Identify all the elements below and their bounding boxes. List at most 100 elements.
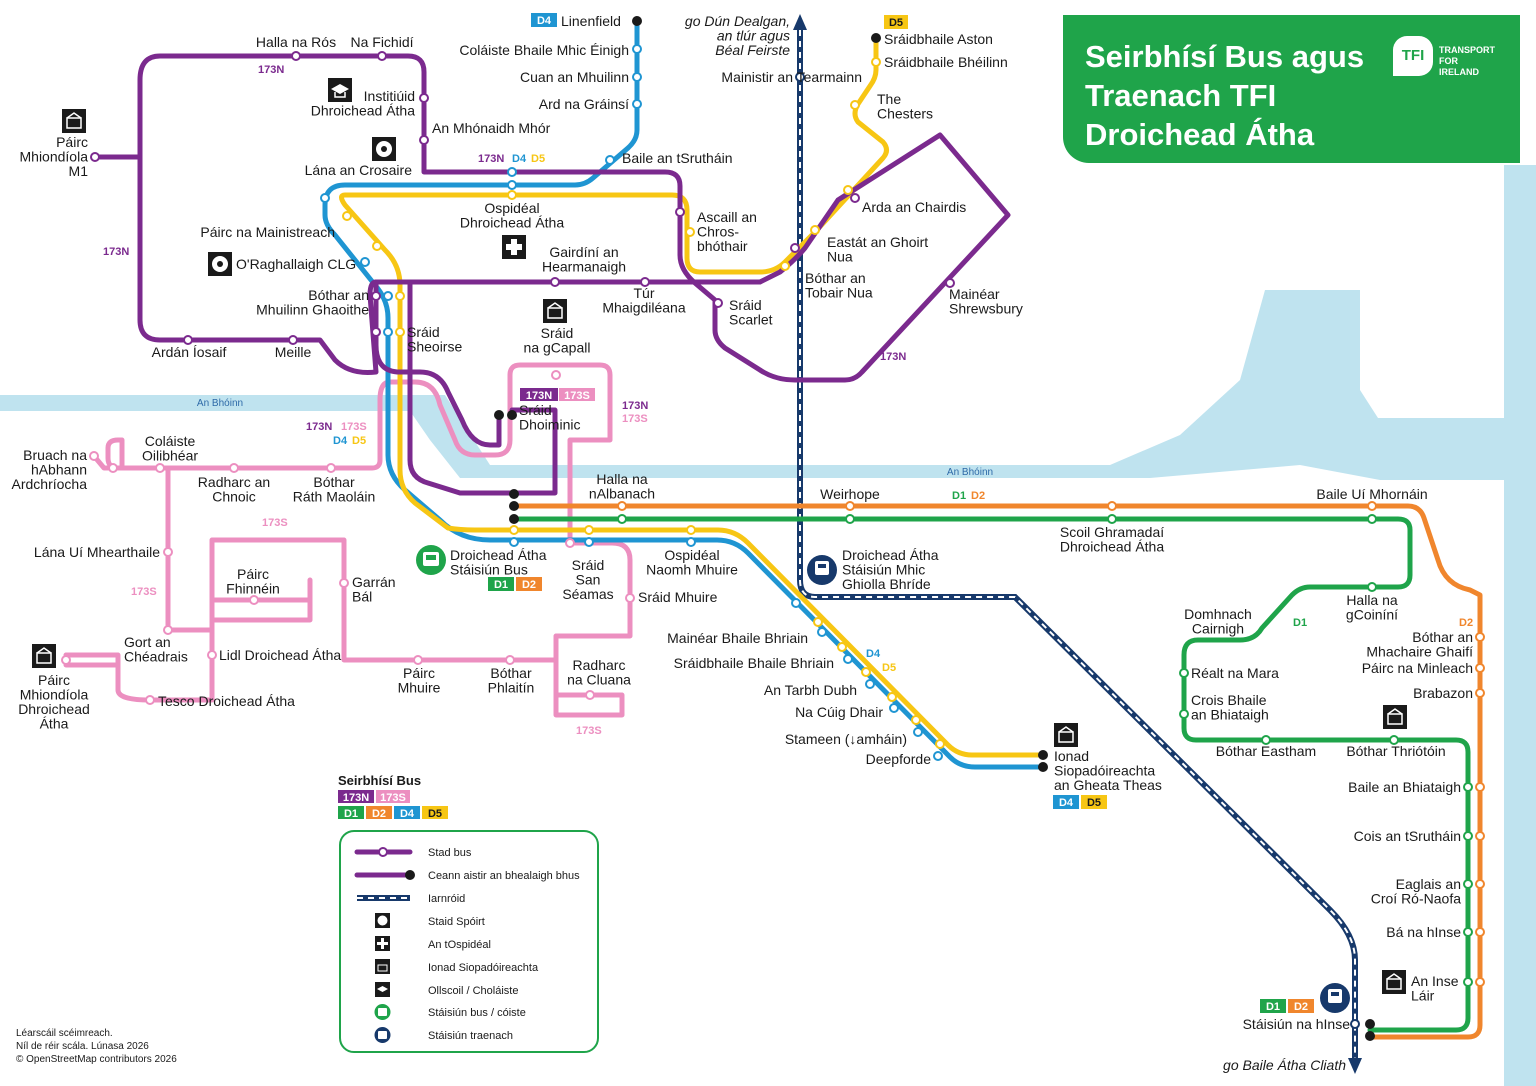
bus-stops[interactable]: [61, 16, 1485, 1041]
stop[interactable]: [817, 627, 827, 637]
stop[interactable]: [108, 463, 118, 473]
stop[interactable]: [1475, 663, 1485, 673]
stop[interactable]: [507, 190, 517, 200]
stop[interactable]: [889, 703, 899, 713]
stop[interactable]: [371, 327, 381, 337]
stop[interactable]: [780, 261, 790, 271]
route-173n[interactable]: [92, 53, 1011, 496]
stop[interactable]: [383, 291, 393, 301]
terminus-dominic[interactable]: [494, 410, 504, 420]
stop[interactable]: [1463, 927, 1473, 937]
stop[interactable]: [163, 547, 173, 557]
stop[interactable]: [377, 51, 387, 61]
stop[interactable]: [791, 598, 801, 608]
stop[interactable]: [625, 593, 635, 603]
stop[interactable]: [507, 167, 517, 177]
stop[interactable]: [163, 625, 173, 635]
stop[interactable]: [509, 537, 519, 547]
stop[interactable]: [61, 655, 71, 665]
stop[interactable]: [1367, 582, 1377, 592]
stop[interactable]: [686, 525, 696, 535]
stop[interactable]: [507, 180, 517, 190]
stop[interactable]: [632, 99, 642, 109]
stop[interactable]: [933, 751, 943, 761]
stop[interactable]: [837, 642, 847, 652]
rail-stop[interactable]: [1350, 1019, 1360, 1029]
stop[interactable]: [326, 463, 336, 473]
stop[interactable]: [565, 538, 575, 548]
stop[interactable]: [1261, 735, 1271, 745]
terminus-dominic[interactable]: [507, 410, 517, 420]
terminus-busstation[interactable]: [509, 514, 519, 524]
terminus-southgate[interactable]: [1038, 750, 1048, 760]
stop[interactable]: [871, 57, 881, 67]
stop[interactable]: [617, 501, 627, 511]
stop[interactable]: [845, 501, 855, 511]
stop[interactable]: [1475, 632, 1485, 642]
stop[interactable]: [843, 185, 853, 195]
stop[interactable]: [686, 537, 696, 547]
rail-stop[interactable]: [795, 72, 805, 82]
stop[interactable]: [89, 451, 99, 461]
stop[interactable]: [288, 335, 298, 345]
stop[interactable]: [584, 537, 594, 547]
stop[interactable]: [291, 51, 301, 61]
terminus-laytown[interactable]: [1365, 1019, 1375, 1029]
terminus-aston[interactable]: [871, 33, 881, 43]
stop[interactable]: [810, 225, 820, 235]
stop[interactable]: [632, 44, 642, 54]
stop[interactable]: [1107, 501, 1117, 511]
route-d2[interactable]: [511, 503, 1483, 1040]
stop[interactable]: [90, 152, 100, 162]
stop[interactable]: [1107, 514, 1117, 524]
stop[interactable]: [551, 370, 561, 380]
stop[interactable]: [249, 595, 259, 605]
stop[interactable]: [372, 241, 382, 251]
stop[interactable]: [1475, 782, 1485, 792]
terminus-southgate[interactable]: [1038, 762, 1048, 772]
stop[interactable]: [395, 291, 405, 301]
stop[interactable]: [342, 211, 352, 221]
stop[interactable]: [360, 257, 370, 267]
terminus-busstation[interactable]: [509, 489, 519, 499]
stop[interactable]: [845, 514, 855, 524]
stop[interactable]: [371, 291, 381, 301]
stop[interactable]: [605, 155, 615, 165]
stop[interactable]: [395, 327, 405, 337]
stop[interactable]: [419, 135, 429, 145]
stop[interactable]: [1367, 501, 1377, 511]
stop[interactable]: [1463, 977, 1473, 987]
stop[interactable]: [419, 93, 429, 103]
stop[interactable]: [320, 193, 330, 203]
stop[interactable]: [1463, 879, 1473, 889]
stop[interactable]: [383, 327, 393, 337]
stop[interactable]: [1475, 879, 1485, 889]
stop[interactable]: [632, 72, 642, 82]
stop[interactable]: [813, 617, 823, 627]
stop[interactable]: [155, 463, 165, 473]
stop[interactable]: [145, 695, 155, 705]
stop[interactable]: [913, 727, 923, 737]
stop[interactable]: [935, 739, 945, 749]
stop[interactable]: [509, 525, 519, 535]
stop[interactable]: [850, 193, 860, 203]
stop[interactable]: [413, 655, 423, 665]
stop[interactable]: [1179, 709, 1189, 719]
stop[interactable]: [865, 679, 875, 689]
route-d4[interactable]: [322, 19, 1046, 770]
stop[interactable]: [617, 514, 627, 524]
stop[interactable]: [1475, 927, 1485, 937]
stop[interactable]: [790, 243, 800, 253]
stop[interactable]: [887, 692, 897, 702]
stop[interactable]: [585, 690, 595, 700]
stop[interactable]: [550, 277, 560, 287]
stop[interactable]: [1389, 735, 1399, 745]
stop[interactable]: [1367, 514, 1377, 524]
stop[interactable]: [339, 578, 349, 588]
stop[interactable]: [843, 654, 853, 664]
stop[interactable]: [850, 100, 860, 110]
stop[interactable]: [584, 525, 594, 535]
stop[interactable]: [640, 277, 650, 287]
stop[interactable]: [505, 655, 515, 665]
stop[interactable]: [675, 207, 685, 217]
